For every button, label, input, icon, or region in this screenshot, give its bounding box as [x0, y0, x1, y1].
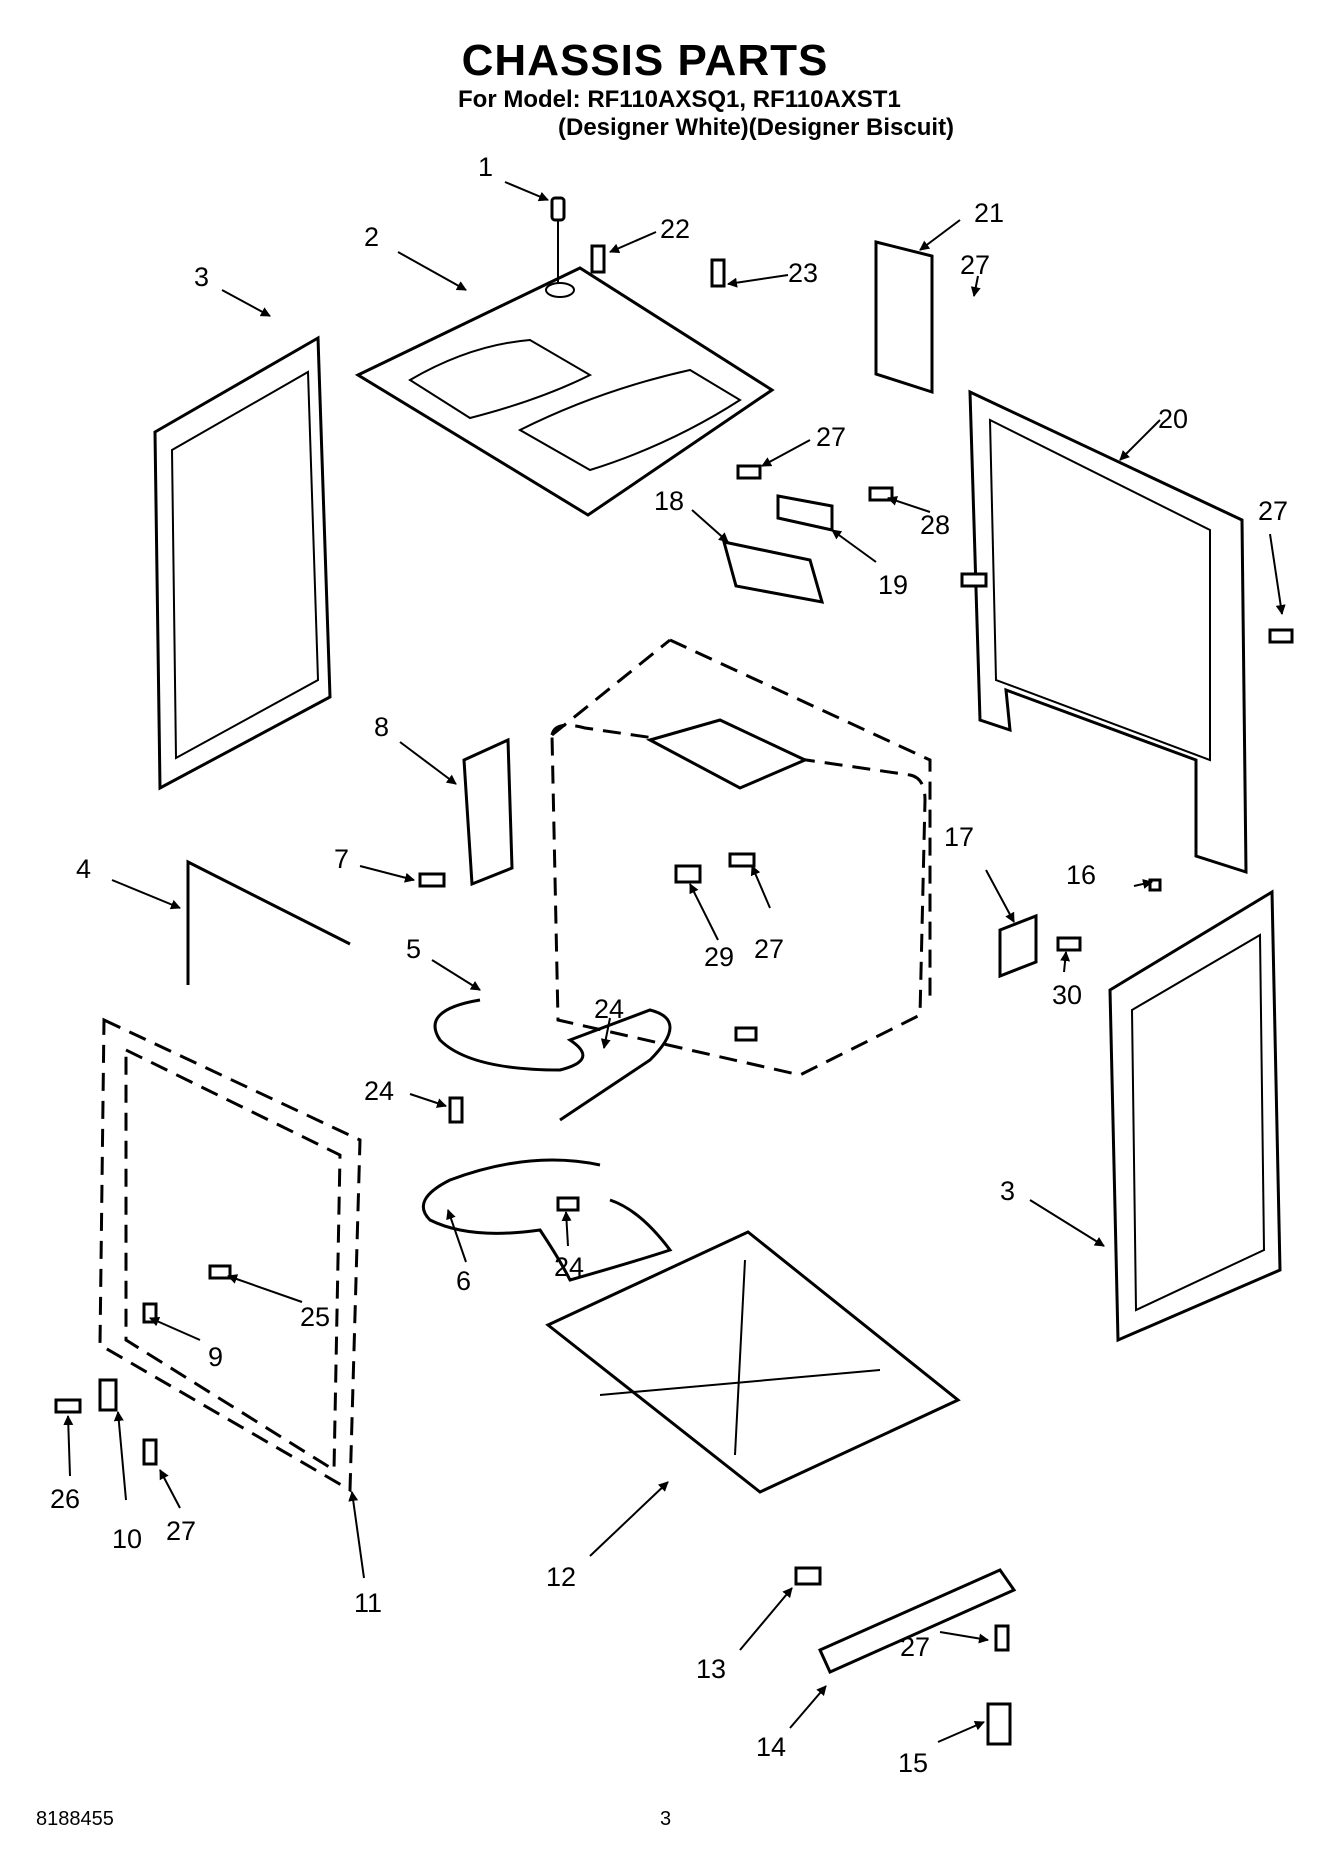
clip [794, 1566, 822, 1586]
document-number: 8188455 [36, 1808, 114, 1830]
model-numbers: For Model: RF110AXSQ1, RF110AXST1 [458, 86, 901, 113]
left-side-panel [153, 335, 332, 791]
screw-7 [418, 872, 446, 888]
screw-24-upper [734, 1026, 758, 1042]
screw-27-door [142, 1438, 158, 1466]
screw-23 [710, 258, 726, 288]
callout-27: 27 [754, 934, 784, 964]
callout-labels: 1 2 3 22 23 21 27 20 27 18 28 19 27 8 7 … [50, 152, 1288, 1778]
callout-6: 6 [456, 1266, 471, 1296]
screw-28 [868, 486, 894, 502]
callout-1: 1 [478, 152, 493, 182]
callout-10: 10 [112, 1524, 142, 1554]
callout-29: 29 [704, 942, 734, 972]
left-bracket [462, 737, 514, 887]
page-number: 3 [660, 1808, 672, 1830]
callout-2: 2 [364, 222, 379, 252]
rear-bracket [874, 240, 934, 395]
callout-9: 9 [208, 1342, 223, 1372]
screw-27-upper [960, 572, 988, 588]
oven-cavity [550, 638, 932, 1077]
bake-element [421, 1158, 673, 1282]
callout-27: 27 [960, 250, 990, 280]
screw-27-right [1268, 628, 1294, 644]
screw-26 [54, 1398, 82, 1414]
leveling-bracket [818, 1568, 1017, 1674]
callout-28: 28 [920, 510, 950, 540]
screw-25 [208, 1264, 232, 1280]
broil-element [433, 998, 672, 1122]
callout-27: 27 [1258, 496, 1288, 526]
door-gasket [186, 859, 351, 985]
callout-24: 24 [554, 1252, 584, 1282]
screw-27-bracket [994, 1624, 1010, 1652]
callout-5: 5 [406, 934, 421, 964]
screw-22 [590, 244, 606, 274]
callout-leaders [63, 181, 1286, 1743]
callout-17: 17 [944, 822, 974, 852]
callout-21: 21 [974, 198, 1004, 228]
callout-19: 19 [878, 570, 908, 600]
callout-30: 30 [1052, 980, 1082, 1010]
callout-11: 11 [354, 1588, 382, 1618]
sensor-29 [674, 864, 702, 884]
part-1-knob [550, 196, 566, 284]
callout-27: 27 [900, 1632, 930, 1662]
callout-20: 20 [1158, 404, 1188, 434]
oven-bottom-panel [545, 1230, 961, 1494]
callout-3: 3 [194, 262, 209, 292]
screw-24-left [448, 1096, 464, 1124]
callout-26: 26 [50, 1484, 80, 1514]
rear-panel [968, 389, 1248, 875]
callout-7: 7 [334, 844, 349, 874]
callout-18: 18 [654, 486, 684, 516]
callout-27: 27 [166, 1516, 196, 1546]
terminal-block [776, 494, 834, 532]
terminal-block-bracket [721, 540, 825, 604]
top-panel [354, 266, 775, 517]
oven-door [98, 1017, 362, 1493]
right-side-panel [1108, 889, 1282, 1343]
screw-27-top [736, 464, 762, 480]
screw-30 [1056, 936, 1082, 952]
callout-22: 22 [660, 214, 690, 244]
screw-27-cavity [728, 852, 756, 868]
callout-12: 12 [546, 1562, 576, 1592]
callout-27: 27 [816, 422, 846, 452]
callout-13: 13 [696, 1654, 726, 1684]
callout-16: 16 [1066, 860, 1096, 890]
callout-24: 24 [364, 1076, 394, 1106]
door-latch [98, 1378, 118, 1412]
callout-25: 25 [300, 1302, 330, 1332]
callout-24: 24 [594, 994, 624, 1024]
leveling-leg [986, 1702, 1012, 1746]
screw-24-lower [556, 1196, 580, 1212]
callout-14: 14 [756, 1732, 786, 1762]
page-title: CHASSIS PARTS [461, 36, 829, 85]
hinge [998, 913, 1038, 979]
model-variants: (Designer White)(Designer Biscuit) [558, 114, 955, 141]
callout-4: 4 [76, 854, 91, 884]
callout-23: 23 [788, 258, 818, 288]
callout-8: 8 [374, 712, 389, 742]
callout-15: 15 [898, 1748, 928, 1778]
callout-3: 3 [1000, 1176, 1015, 1206]
